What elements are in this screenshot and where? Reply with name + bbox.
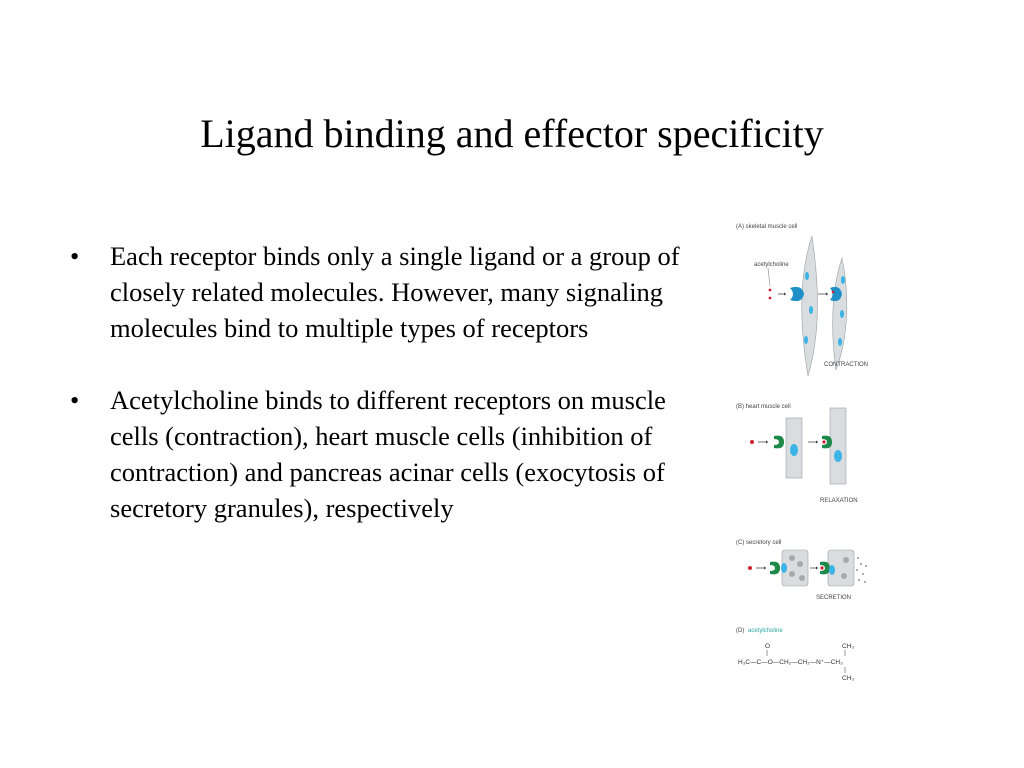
panel-c-title: (C) secretory cell (736, 540, 781, 546)
ligand-dot (768, 288, 772, 292)
bullet-item: • Each receptor binds only a single liga… (70, 238, 690, 346)
ligand-dot (768, 296, 772, 300)
panel-c-outcome: SECRETION (816, 595, 851, 601)
receptor-shape (790, 286, 804, 302)
ligand-label: acetylcholine (754, 262, 789, 268)
formula-main: H₃C—C—O—CH₂—CH₂—N⁺—CH₃ (738, 659, 843, 666)
bullet-list: • Each receptor binds only a single liga… (70, 238, 690, 562)
panel-a-title: (A) skeletal muscle cell (736, 224, 797, 230)
panel-d-acetylcholine-structure: (D) acetylcholine CH₃ O H₃C—C—O—CH₂—CH₂—… (736, 628, 854, 682)
slide-title: Ligand binding and effector specificity (200, 111, 824, 156)
bullet-text: Acetylcholine binds to different recepto… (110, 385, 666, 523)
panel-a-outcome: CONTRACTION (824, 362, 868, 368)
figure-svg: (A) skeletal muscle cell acetylcholine C… (736, 224, 868, 682)
acetylcholine-receptor-figure: (A) skeletal muscle cell acetylcholine C… (730, 218, 880, 688)
bullet-marker: • (70, 241, 80, 271)
bullet-item: • Acetylcholine binds to different recep… (70, 382, 690, 526)
panel-a-skeletal-muscle: (A) skeletal muscle cell acetylcholine C… (736, 224, 868, 377)
panel-c-secretory-cell: (C) secretory cell (736, 540, 867, 601)
panel-b-heart-muscle: (B) heart muscle cell RELAXATION (736, 404, 858, 504)
panel-d-name: acetylcholine (748, 628, 783, 634)
methyl-top: CH₃ (842, 643, 854, 650)
bullet-text: Each receptor binds only a single ligand… (110, 241, 680, 343)
panel-d-prefix: (D) (736, 628, 744, 634)
bullet-marker: • (70, 385, 80, 415)
muscle-cell-shape (801, 235, 818, 377)
panel-b-outcome: RELAXATION (820, 498, 858, 504)
panel-b-title: (B) heart muscle cell (736, 404, 791, 410)
methyl-bottom: CH₃ (842, 675, 854, 682)
carbonyl-oxygen: O (765, 643, 770, 650)
